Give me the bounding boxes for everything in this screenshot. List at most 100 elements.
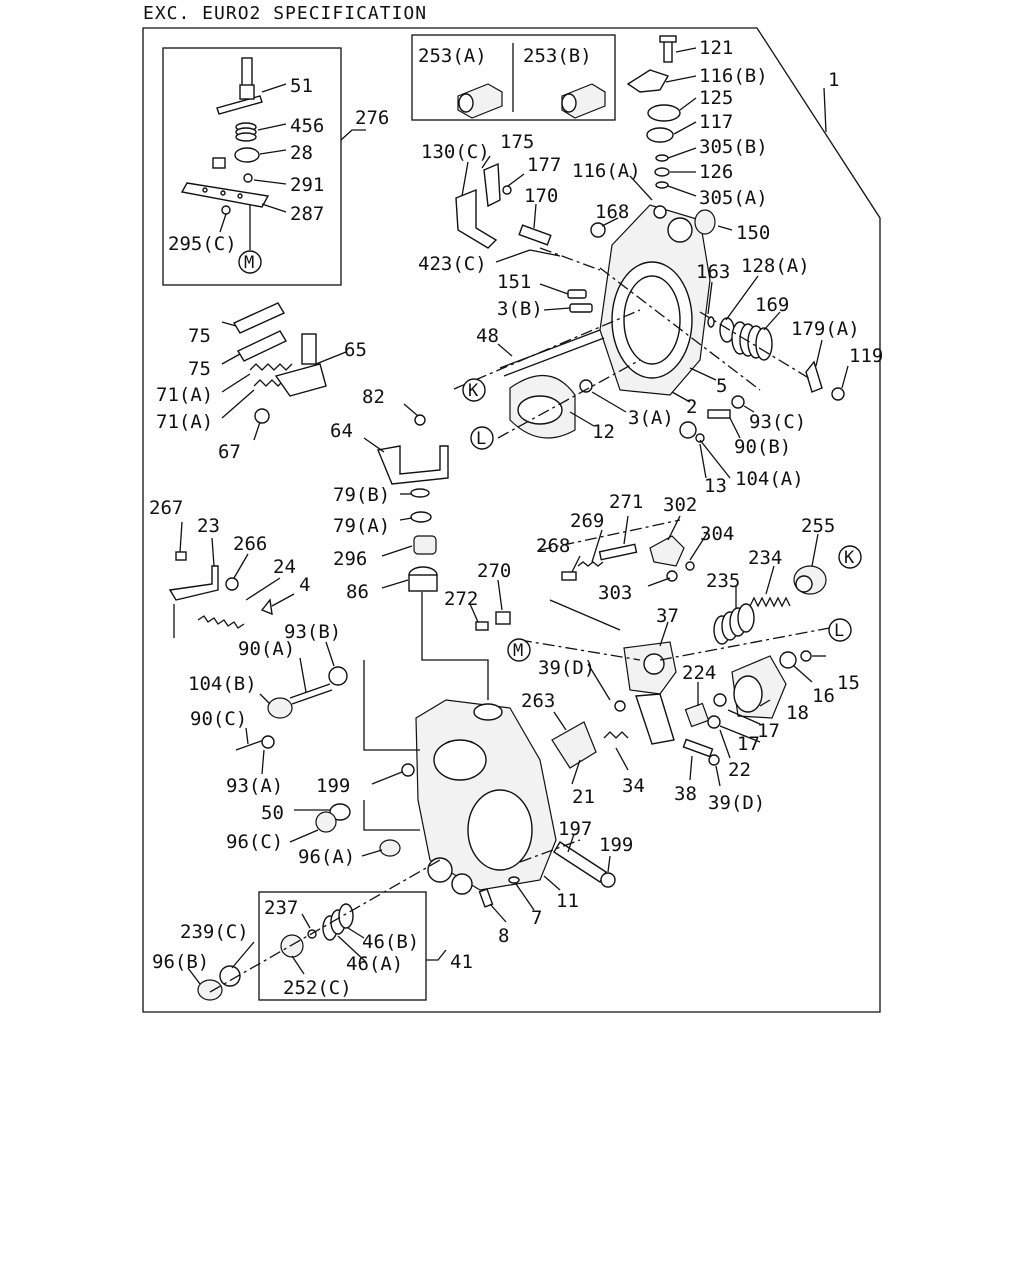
part-291 bbox=[243, 173, 253, 183]
part-423c bbox=[529, 249, 561, 257]
part-82 bbox=[414, 414, 426, 426]
callout-k-1: K bbox=[462, 378, 486, 402]
inset-box-253 bbox=[411, 34, 616, 121]
part-270 bbox=[495, 611, 511, 625]
label-38: 38 bbox=[674, 783, 697, 805]
label-2: 2 bbox=[686, 396, 697, 418]
label-239c: 239(C) bbox=[180, 921, 249, 943]
label-263: 263 bbox=[521, 690, 555, 712]
label-150: 150 bbox=[736, 222, 770, 244]
part-104b bbox=[267, 697, 293, 719]
label-7: 7 bbox=[531, 907, 542, 929]
label-75-1: 75 bbox=[188, 325, 211, 347]
label-177: 177 bbox=[527, 154, 561, 176]
label-3a: 3(A) bbox=[628, 407, 674, 429]
label-21: 21 bbox=[572, 786, 595, 808]
label-48: 48 bbox=[476, 325, 499, 347]
label-179a: 179(A) bbox=[791, 318, 860, 340]
label-119: 119 bbox=[849, 345, 883, 367]
bracket-lines bbox=[173, 599, 621, 831]
label-276: 276 bbox=[355, 107, 389, 129]
label-50: 50 bbox=[261, 802, 284, 824]
part-3a bbox=[579, 379, 593, 393]
part-37-lever bbox=[623, 641, 677, 745]
label-64: 64 bbox=[330, 420, 353, 442]
label-126: 126 bbox=[699, 161, 733, 183]
label-266: 266 bbox=[233, 533, 267, 555]
callout-l-1-text: L bbox=[476, 429, 486, 449]
label-96a: 96(A) bbox=[298, 846, 355, 868]
label-93b: 93(B) bbox=[284, 621, 341, 643]
part-23-lever bbox=[168, 565, 219, 601]
part-263 bbox=[551, 721, 597, 769]
part-50 bbox=[329, 803, 351, 821]
label-305a: 305(A) bbox=[699, 187, 768, 209]
part-126 bbox=[654, 167, 670, 177]
label-22: 22 bbox=[728, 759, 751, 781]
label-255: 255 bbox=[801, 515, 835, 537]
label-116a: 116(A) bbox=[572, 160, 641, 182]
label-117: 117 bbox=[699, 111, 733, 133]
label-235: 235 bbox=[706, 570, 740, 592]
part-16 bbox=[779, 651, 797, 669]
part-79b bbox=[410, 488, 430, 498]
label-4: 4 bbox=[299, 574, 310, 596]
label-15: 15 bbox=[837, 672, 860, 694]
label-46b: 46(B) bbox=[362, 931, 419, 953]
label-170: 170 bbox=[524, 185, 558, 207]
part-90c bbox=[235, 739, 265, 751]
label-116b: 116(B) bbox=[699, 65, 768, 87]
part-168 bbox=[590, 222, 606, 238]
part-169-spring bbox=[731, 321, 773, 361]
part-239c bbox=[219, 965, 241, 987]
label-3b: 3(B) bbox=[497, 298, 543, 320]
part-253b bbox=[561, 83, 606, 119]
label-41: 41 bbox=[450, 951, 473, 973]
label-125: 125 bbox=[699, 87, 733, 109]
part-48-shaft bbox=[499, 329, 605, 377]
part-305b bbox=[655, 154, 669, 162]
part-governor-lever-51 bbox=[216, 57, 263, 115]
label-82: 82 bbox=[362, 386, 385, 408]
label-75-2: 75 bbox=[188, 358, 211, 380]
label-79b: 79(B) bbox=[333, 484, 390, 506]
label-46a: 46(A) bbox=[346, 953, 403, 975]
label-17-b: 17 bbox=[737, 733, 760, 755]
callout-l-2-text: L bbox=[834, 621, 844, 641]
label-86: 86 bbox=[346, 581, 369, 603]
label-224: 224 bbox=[682, 662, 716, 684]
label-34: 34 bbox=[622, 775, 645, 797]
inset-box-41 bbox=[258, 891, 427, 1001]
part-125 bbox=[647, 104, 681, 122]
label-423c: 423(C) bbox=[418, 253, 487, 275]
part-75-tube-1 bbox=[232, 302, 286, 334]
part-3b bbox=[569, 303, 593, 313]
part-255 bbox=[793, 565, 827, 595]
label-24: 24 bbox=[273, 556, 296, 578]
label-253a: 253(A) bbox=[418, 45, 487, 67]
label-303: 303 bbox=[598, 582, 632, 604]
part-38 bbox=[682, 738, 714, 758]
label-287: 287 bbox=[290, 203, 324, 225]
label-168: 168 bbox=[595, 201, 629, 223]
label-71a-2: 71(A) bbox=[156, 411, 213, 433]
part-86 bbox=[408, 566, 438, 592]
part-7 bbox=[508, 876, 520, 884]
part-18-cover bbox=[731, 655, 787, 719]
label-96b: 96(B) bbox=[152, 951, 209, 973]
label-268: 268 bbox=[536, 535, 570, 557]
label-13: 13 bbox=[704, 475, 727, 497]
part-65-bracket bbox=[274, 363, 327, 397]
label-270: 270 bbox=[477, 560, 511, 582]
part-90a bbox=[289, 683, 333, 705]
label-51: 51 bbox=[290, 75, 313, 97]
part-79a bbox=[410, 511, 432, 523]
label-199-a: 199 bbox=[316, 775, 350, 797]
label-96c: 96(C) bbox=[226, 831, 283, 853]
part-housing-21 bbox=[415, 699, 557, 895]
label-11: 11 bbox=[556, 890, 579, 912]
callout-k-2-text: K bbox=[844, 548, 855, 568]
part-267 bbox=[175, 551, 187, 561]
diagram-title: EXC. EURO2 SPECIFICATION bbox=[143, 3, 428, 24]
